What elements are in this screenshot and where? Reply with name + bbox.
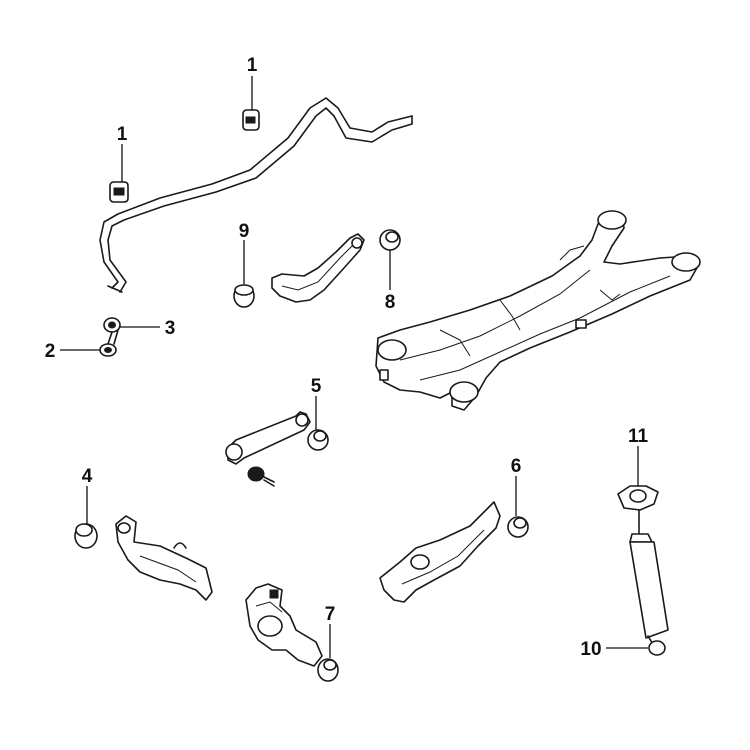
- callout-3: 3: [165, 318, 176, 339]
- bushing-4: [74, 523, 98, 549]
- upper-control-arm: [271, 233, 365, 303]
- callout-1-upper: 1: [247, 55, 258, 76]
- stabilizer-bar: [99, 97, 413, 293]
- bushing-6: [507, 516, 529, 538]
- bushing-9: [233, 284, 255, 308]
- callout-5: 5: [311, 376, 322, 397]
- stabilizer-bushing-lower: [109, 181, 129, 203]
- callout-6: 6: [511, 456, 522, 477]
- leader-lines: [60, 76, 648, 658]
- bolt: [247, 466, 275, 487]
- bushing-8: [379, 229, 401, 251]
- callout-1-lower: 1: [117, 124, 128, 145]
- knuckle: [245, 583, 323, 667]
- rear-crossmember: [375, 210, 701, 411]
- callout-7: 7: [325, 604, 336, 625]
- lower-control-arm: [379, 501, 501, 603]
- bushing-10: [648, 640, 666, 656]
- callout-4: 4: [82, 466, 93, 487]
- callout-8: 8: [385, 292, 396, 313]
- shock-mount: [617, 485, 659, 511]
- bushing-7: [317, 658, 339, 682]
- bushing-5: [307, 429, 329, 451]
- callout-9: 9: [239, 221, 250, 242]
- shock-absorber: [629, 509, 669, 647]
- stabilizer-link: [99, 317, 121, 357]
- lateral-link: [225, 411, 311, 465]
- trailing-arm: [115, 515, 213, 601]
- callout-2: 2: [45, 341, 56, 362]
- callout-11: 11: [628, 426, 649, 447]
- callout-10: 10: [580, 639, 601, 660]
- stabilizer-bushing-upper: [242, 109, 260, 131]
